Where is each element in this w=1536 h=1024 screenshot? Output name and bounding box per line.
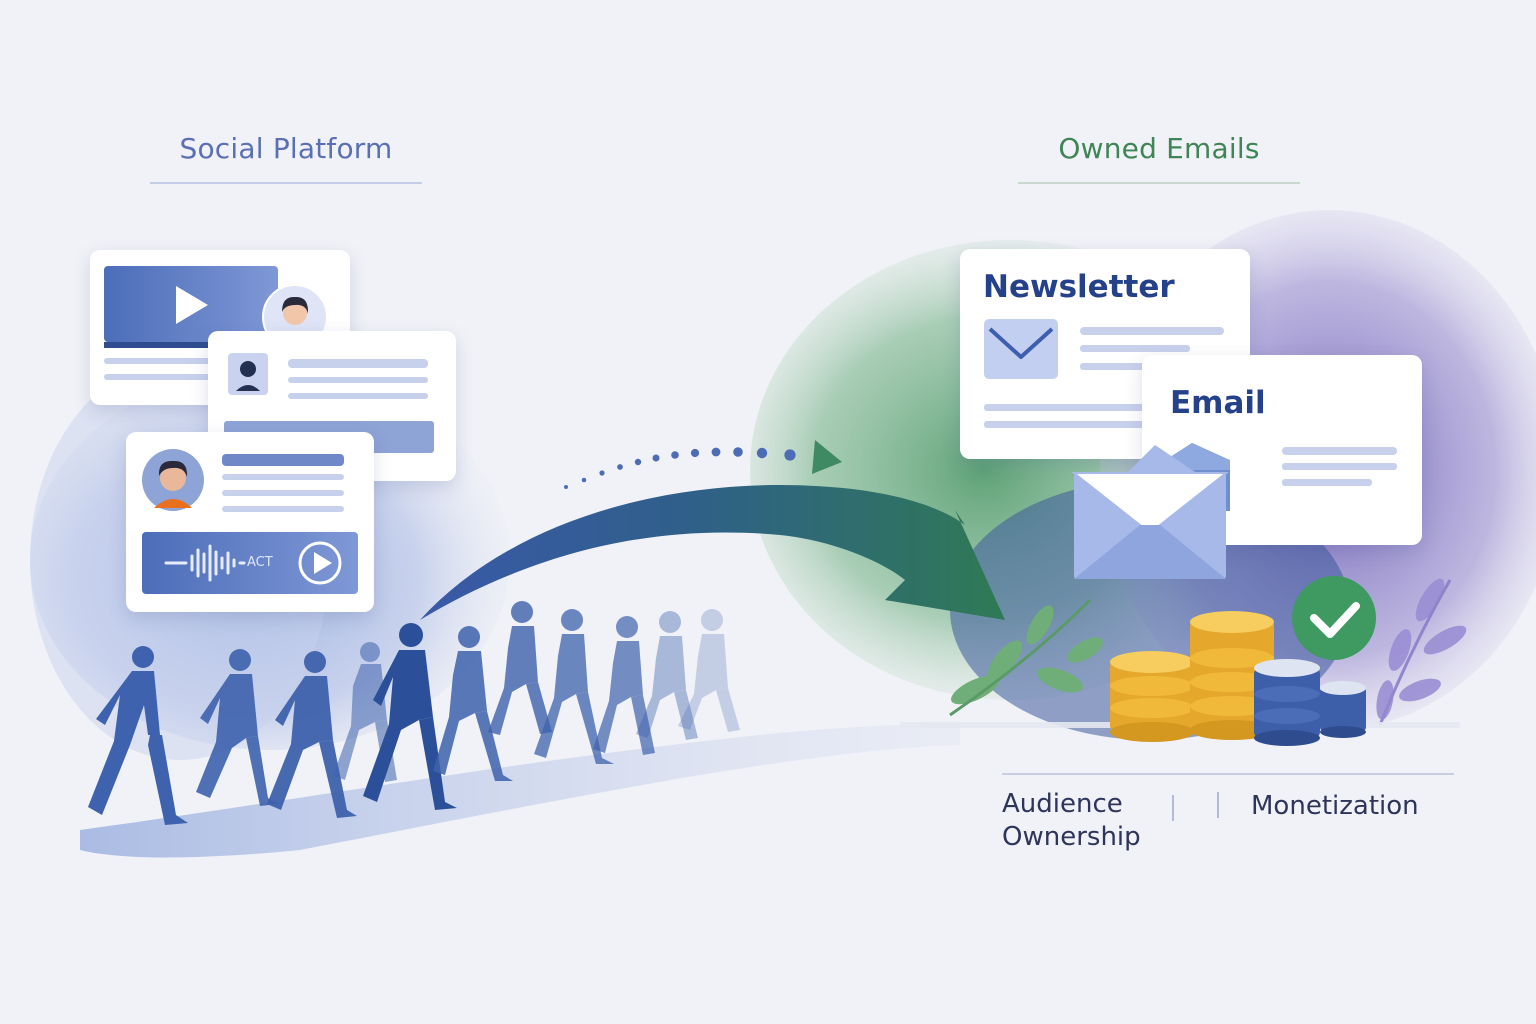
- walking-path: [80, 724, 960, 858]
- arrow-icon: [420, 485, 1005, 620]
- leaf-icon: [1376, 578, 1467, 726]
- newsletter-title: Newsletter: [983, 269, 1175, 305]
- social-heading-rule: [150, 182, 422, 184]
- audio-post-content: [142, 449, 358, 594]
- play-icon: [176, 286, 208, 324]
- video-thumbnail: [104, 266, 278, 380]
- audio-post-card: [126, 432, 374, 612]
- ownership-line: Ownership: [1002, 822, 1141, 852]
- check-icon: [1292, 576, 1376, 660]
- bottom-rule: [1002, 773, 1454, 775]
- coins-icon: [1110, 611, 1366, 746]
- separator: [1217, 792, 1219, 818]
- audience-line: Audience: [1002, 789, 1123, 819]
- audio-label: ACT: [247, 555, 273, 570]
- email-content: [1282, 447, 1397, 486]
- dotted-arrow: [564, 440, 842, 489]
- envelope-icon: [984, 319, 1058, 379]
- social-platform-heading: Social Platform: [179, 132, 393, 165]
- envelope-icon: [1071, 443, 1230, 579]
- separator: [1172, 795, 1174, 821]
- email-title: Email: [1170, 385, 1266, 421]
- play-icon: [298, 541, 342, 585]
- people-icon: [88, 601, 740, 825]
- audience-ownership-label: Audience Ownership: [1002, 788, 1141, 854]
- owned-emails-heading: Owned Emails: [1058, 132, 1260, 165]
- owned-heading-rule: [1018, 182, 1300, 184]
- leaf-icon: [949, 598, 1103, 717]
- waveform-icon: [164, 544, 246, 582]
- monetization-label: Monetization: [1251, 791, 1419, 821]
